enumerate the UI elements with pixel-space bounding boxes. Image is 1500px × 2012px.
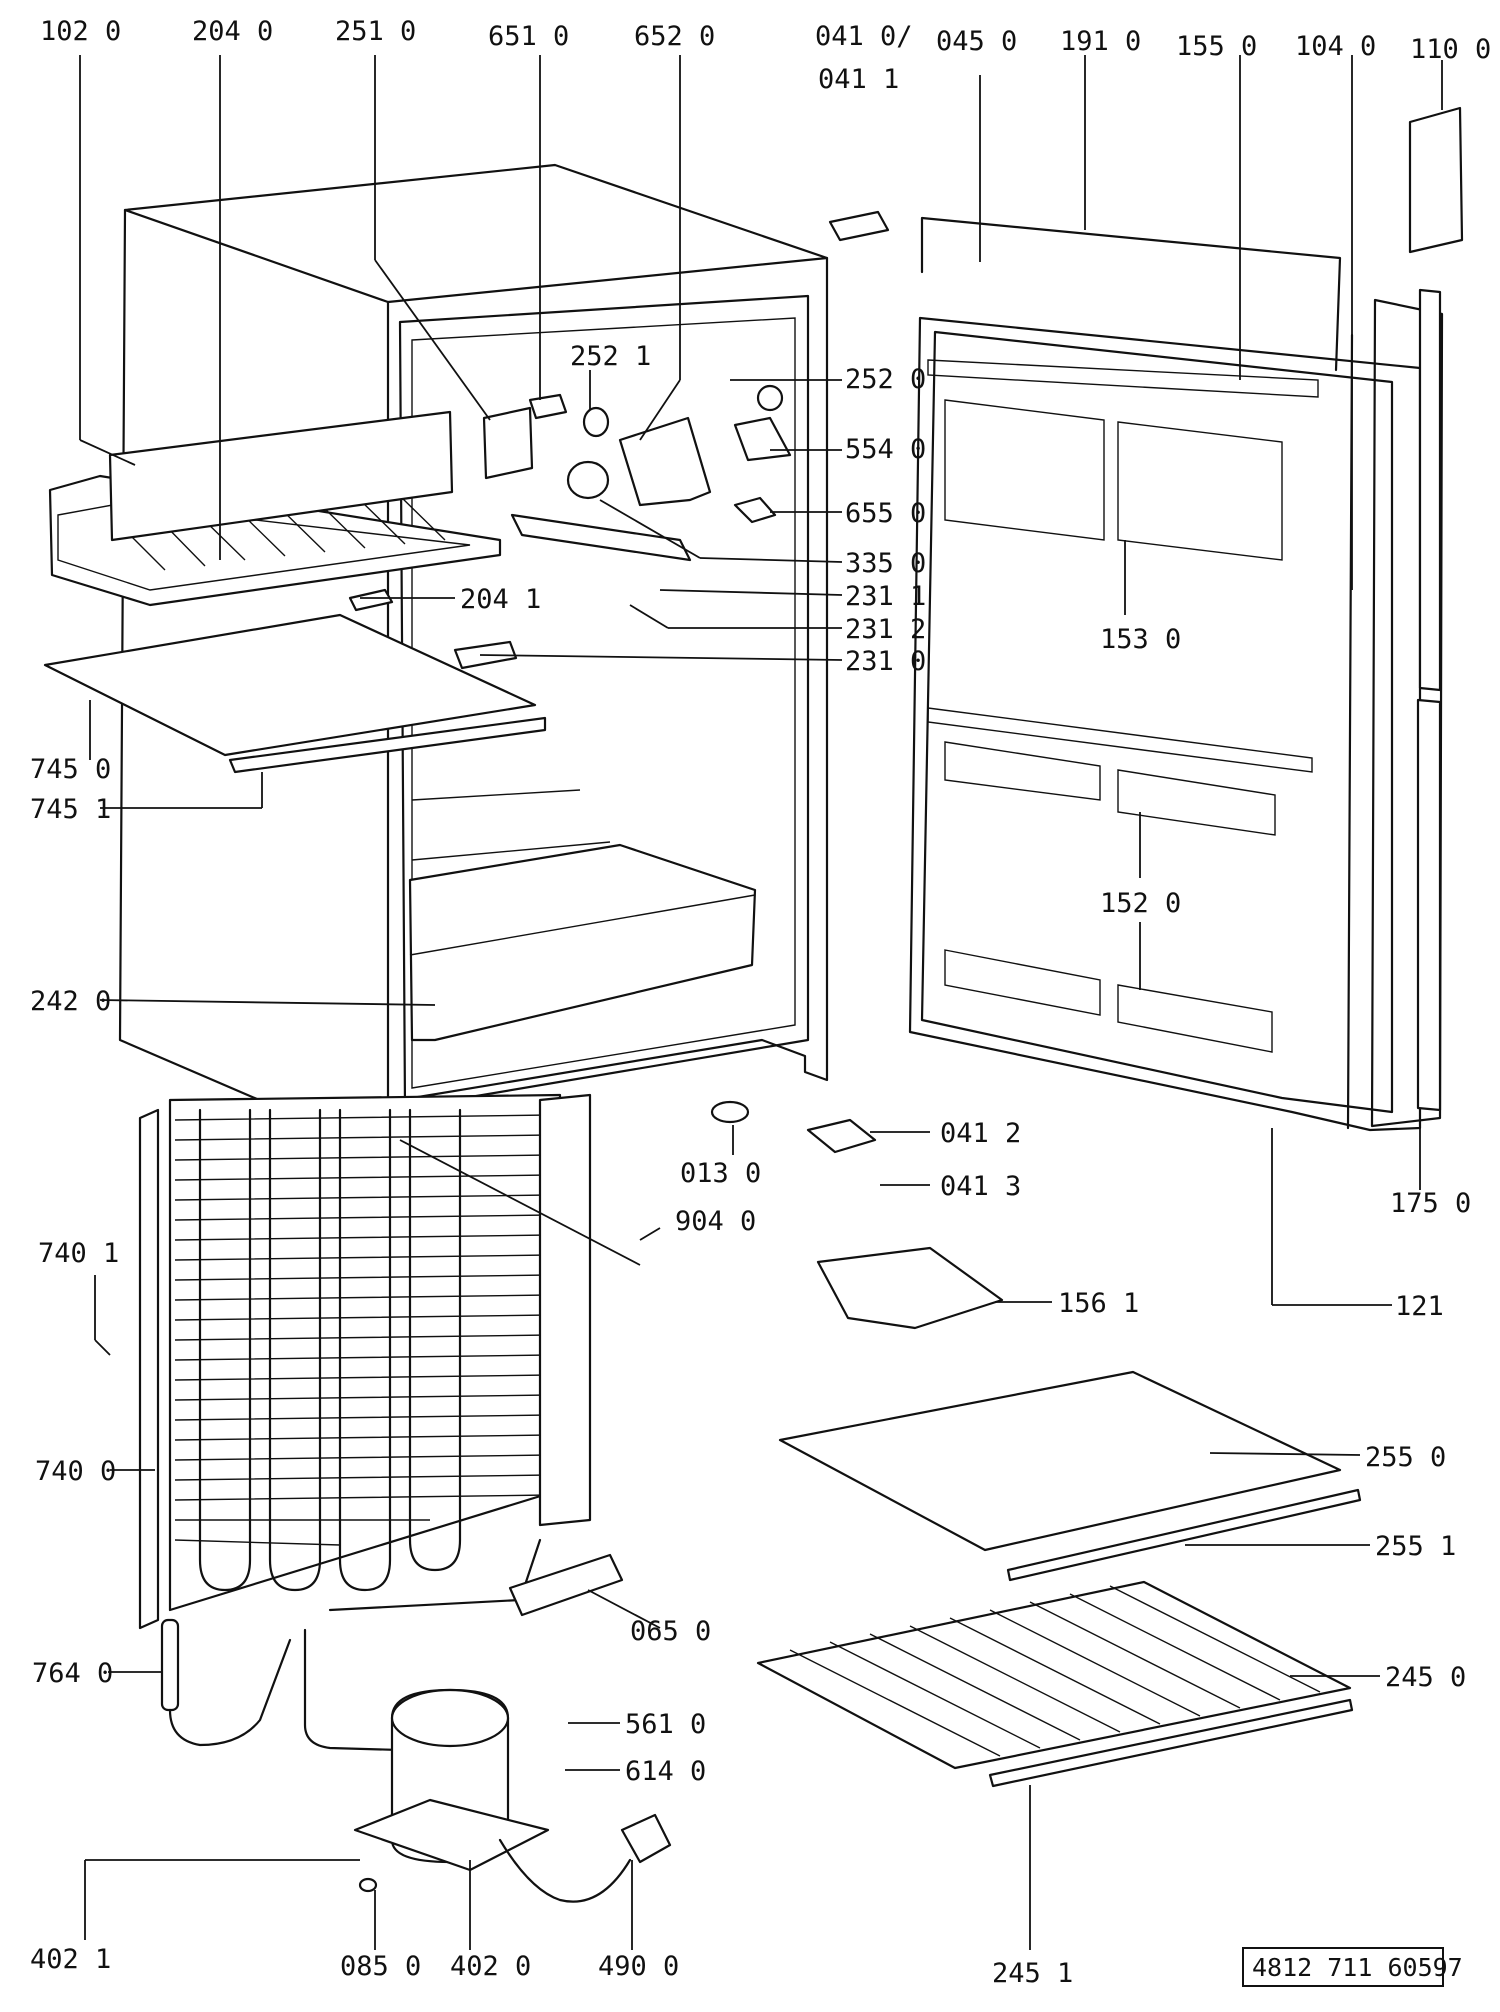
part-labels: 102 0 204 0 251 0 651 0 652 0 041 0/ 041… — [30, 16, 1491, 1989]
label-085-0: 085 0 — [340, 1951, 421, 1982]
document-number: 4812 711 60597 — [1252, 1953, 1463, 1982]
label-110-0: 110 0 — [1410, 34, 1491, 65]
label-490-0: 490 0 — [598, 1951, 679, 1982]
wire-shelf-rods — [789, 1585, 1321, 1757]
shelf-trim-strip — [228, 716, 547, 774]
label-104-0: 104 0 — [1295, 31, 1376, 62]
label-102-0: 102 0 — [40, 16, 121, 47]
label-013-0: 013 0 — [680, 1158, 761, 1189]
document-number-box: 4812 711 60597 — [1242, 1947, 1463, 1987]
label-045-0: 045 0 — [936, 26, 1017, 57]
wire-shelf-trim — [988, 1698, 1354, 1788]
label-245-1: 245 1 — [992, 1958, 1073, 1989]
label-904-0: 904 0 — [675, 1206, 756, 1237]
foot — [710, 1100, 750, 1124]
label-152-0: 152 0 — [1100, 888, 1181, 919]
label-402-0: 402 0 — [450, 1951, 531, 1982]
label-231-2: 231 2 — [845, 614, 926, 645]
wire-shelf — [756, 1580, 1352, 1770]
door-panel-upper — [1418, 288, 1442, 692]
condenser — [138, 1093, 592, 1630]
leader-lines — [79, 55, 1443, 1950]
label-121: 121 — [1395, 1291, 1444, 1322]
drip-tray — [108, 410, 454, 542]
label-614-0: 614 0 — [625, 1756, 706, 1787]
glass-shelf-trim — [1006, 1488, 1362, 1582]
drier-filter — [160, 1618, 180, 1712]
door-handle — [1408, 106, 1464, 254]
label-740-1: 740 1 — [38, 1238, 119, 1269]
label-252-1: 252 1 — [570, 341, 651, 372]
label-041-1: 041 1 — [818, 64, 899, 95]
label-153-0: 153 0 — [1100, 624, 1181, 655]
label-745-0: 745 0 — [30, 754, 111, 785]
label-335-0: 335 0 — [845, 548, 926, 579]
label-245-0: 245 0 — [1385, 1662, 1466, 1693]
ice-tray — [816, 1246, 1004, 1330]
glass-shelf-lower — [778, 1370, 1342, 1552]
compressor — [353, 1688, 550, 1872]
insulation-tube — [508, 1553, 624, 1617]
label-554-0: 554 0 — [845, 434, 926, 465]
label-155-0: 155 0 — [1176, 31, 1257, 62]
label-252-0: 252 0 — [845, 364, 926, 395]
label-651-0: 651 0 — [488, 21, 569, 52]
label-561-0: 561 0 — [625, 1709, 706, 1740]
label-065-0: 065 0 — [630, 1616, 711, 1647]
fridge-door — [908, 298, 1444, 1132]
label-251-0: 251 0 — [335, 16, 416, 47]
label-652-0: 652 0 — [634, 21, 715, 52]
glass-shelf-upper — [43, 613, 537, 757]
label-204-0: 204 0 — [192, 16, 273, 47]
label-764-0: 764 0 — [32, 1658, 113, 1689]
top-hinge — [828, 210, 890, 242]
power-cord — [498, 1838, 632, 1903]
label-204-1: 204 1 — [460, 584, 541, 615]
label-156-1: 156 1 — [1058, 1288, 1139, 1319]
crisper-drawer — [408, 843, 757, 1042]
door-gasket — [920, 216, 1342, 372]
grommet — [358, 1877, 378, 1893]
label-191-0: 191 0 — [1060, 26, 1141, 57]
label-255-1: 255 1 — [1375, 1531, 1456, 1562]
label-041-3: 041 3 — [940, 1171, 1021, 1202]
label-402-1: 402 1 — [30, 1944, 111, 1975]
label-231-1: 231 1 — [845, 581, 926, 612]
label-231-0: 231 0 — [845, 646, 926, 677]
label-041-0: 041 0/ — [815, 21, 913, 52]
label-655-0: 655 0 — [845, 498, 926, 529]
control-components — [348, 384, 792, 670]
label-175-0: 175 0 — [1390, 1188, 1471, 1219]
door-panel-lower — [1416, 698, 1442, 1112]
label-255-0: 255 0 — [1365, 1442, 1446, 1473]
label-041-2: 041 2 — [940, 1118, 1021, 1149]
label-242-0: 242 0 — [30, 986, 111, 1017]
plug — [620, 1813, 672, 1864]
label-745-1: 745 1 — [30, 794, 111, 825]
hinge-bottom — [806, 1118, 877, 1154]
label-740-0: 740 0 — [35, 1456, 116, 1487]
